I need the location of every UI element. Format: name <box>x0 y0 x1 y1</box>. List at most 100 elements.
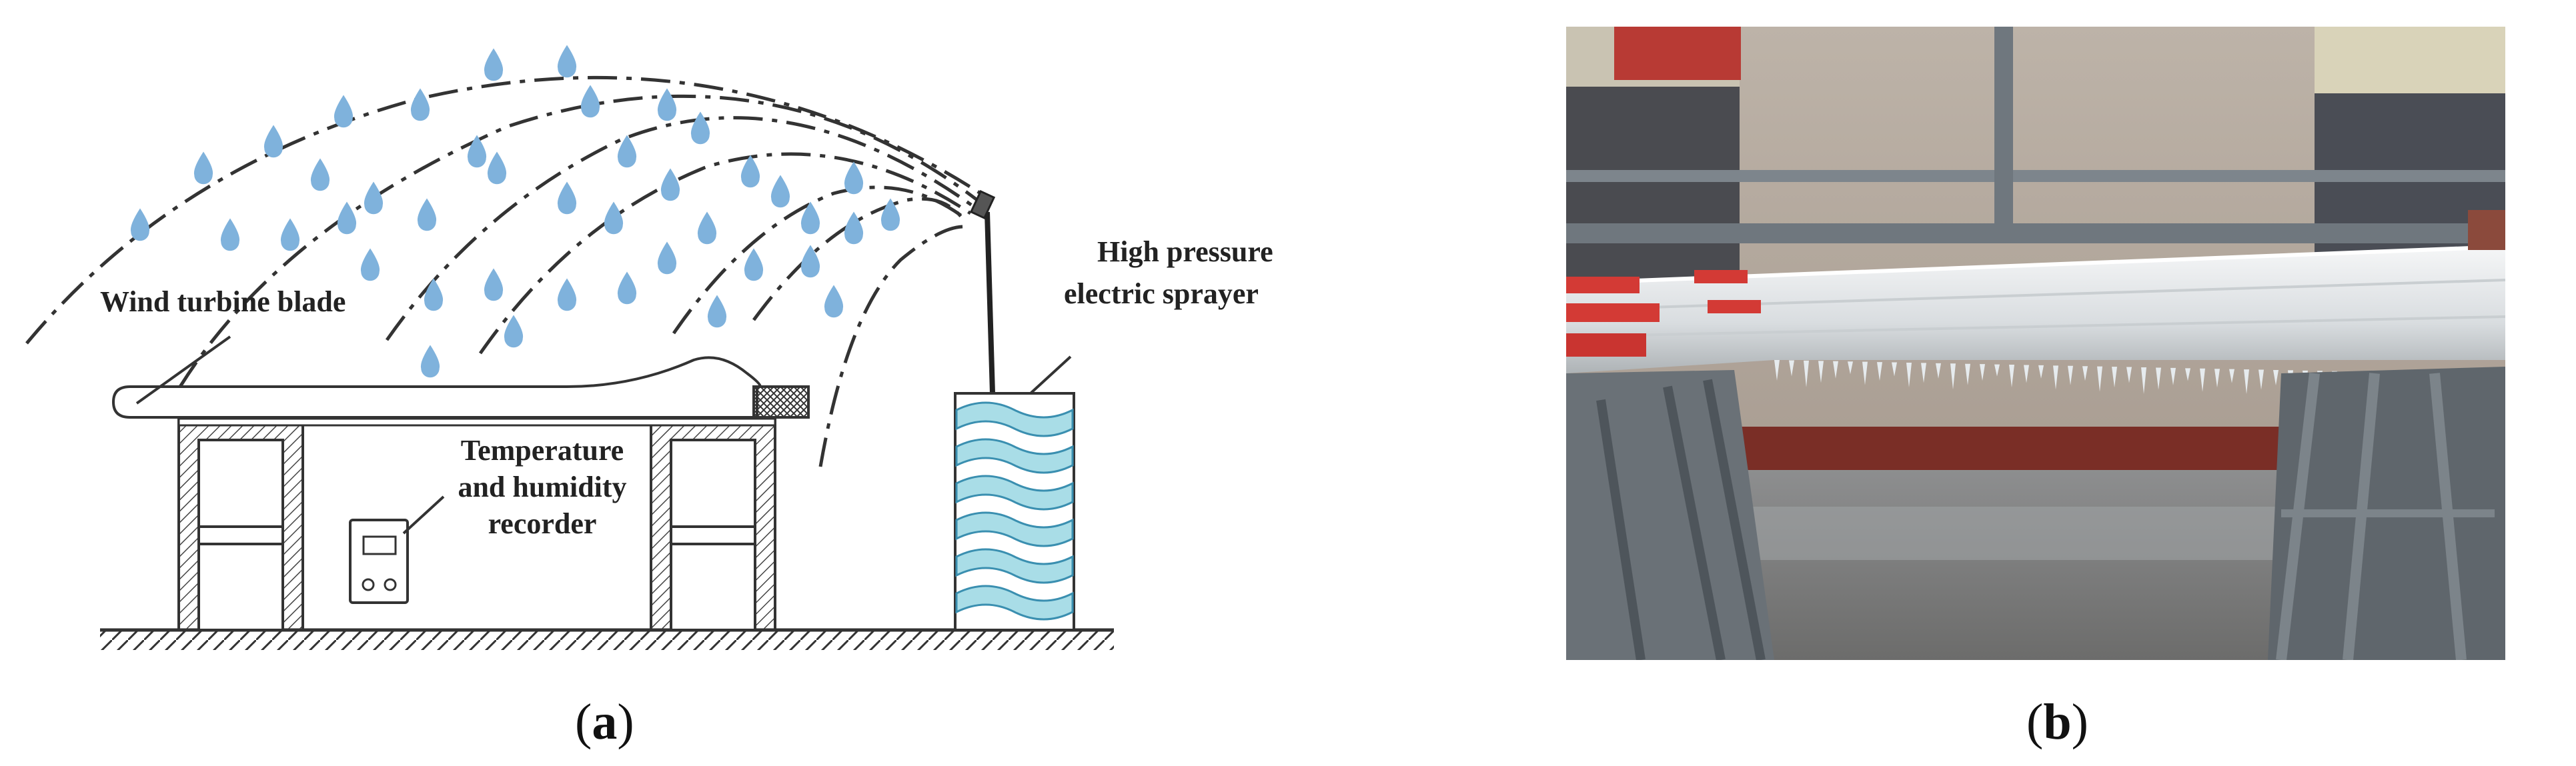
blade-leader-line <box>135 335 231 405</box>
photo-railing <box>1566 223 2505 243</box>
water-droplet <box>800 201 820 235</box>
spray-arc <box>178 94 979 388</box>
icicle <box>2009 365 2014 388</box>
icicle <box>1833 361 1838 379</box>
water-droplet <box>280 218 300 251</box>
label-wind-turbine-blade: Wind turbine blade <box>100 285 346 318</box>
blade-tip-block <box>752 385 810 419</box>
recorder-leader-line <box>402 495 445 535</box>
water-droplet <box>420 345 440 378</box>
icicle <box>1892 362 1897 377</box>
water-droplet <box>484 48 504 81</box>
water-droplet <box>660 168 680 201</box>
water-droplet <box>220 218 240 251</box>
sprayer-hose <box>985 211 995 394</box>
photo-blade-red-stripe <box>1566 277 1640 293</box>
icicle <box>1774 360 1780 381</box>
tank-wave <box>955 475 1074 511</box>
water-droplet <box>800 245 820 278</box>
water-droplet <box>707 295 727 328</box>
water-droplet <box>364 181 384 215</box>
icicle <box>2214 369 2220 388</box>
icicle <box>2156 367 2161 390</box>
icicle <box>2126 367 2132 383</box>
icicle <box>1950 363 1956 390</box>
icicle <box>2141 367 2146 394</box>
icicle <box>1862 361 1868 385</box>
icicle <box>2229 369 2234 383</box>
water-droplet <box>337 201 357 235</box>
high-pressure-sprayer <box>954 189 1075 631</box>
water-droplet <box>770 175 790 208</box>
blade-stand-left <box>177 419 304 631</box>
spray-arc <box>385 116 975 341</box>
tank-wave <box>955 401 1074 437</box>
photo-railing <box>1566 170 2505 182</box>
water-droplet <box>657 241 677 275</box>
icicle <box>1877 362 1882 381</box>
icicle <box>2082 366 2088 381</box>
icicle <box>1994 364 2000 377</box>
icicle <box>1804 360 1809 387</box>
photo-blade-red-stripe <box>1566 303 1660 322</box>
water-droplet <box>557 278 577 311</box>
caption-b-close: ) <box>2071 694 2088 750</box>
icicle <box>2273 369 2279 385</box>
water-droplet <box>557 181 577 215</box>
label-recorder-line-3: recorder <box>488 507 597 540</box>
tank-wave <box>955 585 1074 621</box>
water-droplet <box>193 151 213 185</box>
icicle <box>1936 363 1941 379</box>
icicle <box>2259 369 2264 390</box>
water-droplet <box>417 198 437 231</box>
water-droplets <box>130 45 900 378</box>
water-droplet <box>504 315 524 348</box>
icicle <box>2068 365 2073 385</box>
icicle <box>1848 361 1853 375</box>
water-droplet <box>697 211 717 245</box>
water-droplet <box>334 95 354 128</box>
sprayer-leader-line <box>1029 355 1072 395</box>
photo-brick <box>2468 210 2505 250</box>
label-sprayer-line-2: electric sprayer <box>1064 277 1259 310</box>
stand-crossbar <box>177 417 776 427</box>
water-droplet <box>844 161 864 195</box>
tank-wave <box>955 548 1074 584</box>
water-droplet <box>557 45 577 78</box>
water-droplet <box>424 278 444 311</box>
water-droplet <box>880 198 900 231</box>
spray-trajectory-arcs <box>25 75 982 467</box>
water-droplet <box>844 211 864 245</box>
ground <box>100 628 1114 650</box>
caption-b-open: ( <box>2026 694 2044 750</box>
photo-blade-red-stripe <box>1566 333 1646 357</box>
water-droplet <box>580 85 600 118</box>
recorder-knob <box>362 578 375 591</box>
caption-a: (a) <box>575 693 634 751</box>
panel-a-diagram: Wind turbine blade Temperature and humid… <box>25 45 1273 650</box>
water-droplet <box>740 155 760 188</box>
water-droplet <box>467 135 487 168</box>
water-droplet <box>657 88 677 121</box>
recorder-knob <box>384 578 397 591</box>
icicle <box>2038 365 2044 379</box>
photo-railing-post <box>1994 27 2013 227</box>
caption-a-close: ) <box>617 694 634 750</box>
blade-stand-right <box>650 419 776 631</box>
spray-arc <box>25 75 982 345</box>
icicle <box>1818 361 1824 383</box>
wind-turbine-blade <box>111 356 762 419</box>
label-sprayer-line-1: High pressure <box>1097 235 1273 268</box>
water-droplet <box>487 151 507 185</box>
water-droplet <box>484 268 504 301</box>
caption-a-letter: a <box>592 694 618 750</box>
icicle <box>2112 367 2117 388</box>
spray-arc <box>672 185 969 335</box>
icicle <box>2200 368 2205 392</box>
water-droplet <box>744 248 764 281</box>
icicle <box>2185 368 2190 381</box>
icicle <box>1965 363 1970 385</box>
icicle <box>1980 364 1985 381</box>
photo-blade-red-stripe <box>1694 270 1748 283</box>
